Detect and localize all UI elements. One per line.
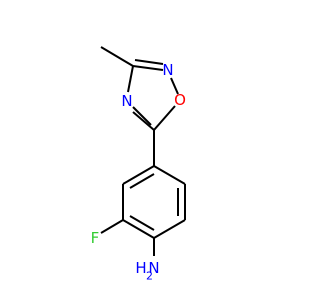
bond-n2-o1 [170,77,179,95]
bond-o1-c5 [153,105,176,131]
bond-benzene-3 [153,219,186,239]
bond-benzene-4 [122,219,155,239]
bond-benzene-6-inner [129,173,155,189]
bond-benzene-4-inner [129,215,155,231]
atom-label-fluorine: F [91,229,100,247]
bond-methyl [100,46,134,67]
bond-c2-fluorine [100,219,124,234]
atom-label-n-top: N [162,61,173,79]
molecule-structure-diagram: N O N F H 2 N [0,0,300,300]
bond-c3-n2 [132,65,164,71]
bond-c5-n4 [132,111,155,131]
bond-benzene-1 [153,165,186,185]
bond-n4-c3 [127,65,134,93]
atom-label-amine-h: H [135,259,146,277]
bond-benzene-6 [122,165,155,185]
atom-label-amine-h-count: 2 [146,270,153,283]
atom-label-n-ring: N [121,92,132,110]
bond-c3-n2-double [134,59,164,65]
atom-label-o-ring: O [174,91,186,109]
bond-c5-n4-double [132,106,152,126]
background [0,0,300,300]
atom-label-amine-n: N [148,259,159,277]
